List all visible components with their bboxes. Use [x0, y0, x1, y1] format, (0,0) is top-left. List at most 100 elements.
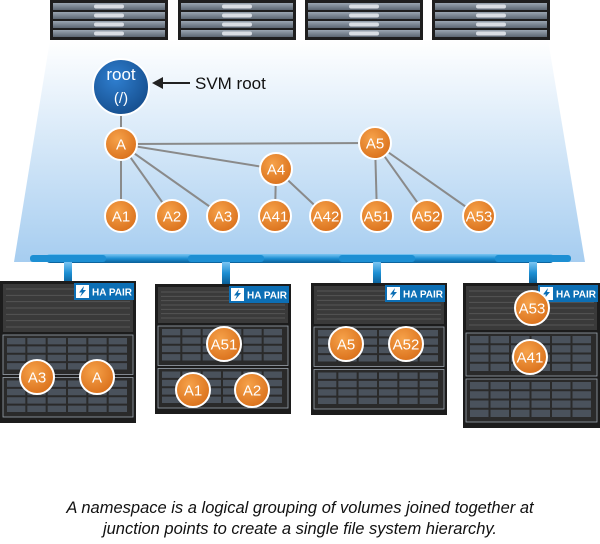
volume-label: A: [92, 370, 102, 387]
drive-bay: [7, 346, 26, 353]
drive-bay: [7, 363, 26, 370]
drive-bay: [399, 372, 418, 379]
tree-node-label: A51: [364, 209, 391, 226]
volume-circle: [19, 359, 55, 395]
shelf-handle: [349, 13, 379, 18]
drive-bay: [419, 372, 438, 379]
drive-bay: [358, 389, 377, 396]
drive-bay: [552, 382, 571, 390]
interconnect-drop: [64, 262, 72, 284]
drive-bay: [572, 382, 591, 390]
caption-line-1: A namespace is a logical grouping of vol…: [66, 499, 534, 517]
drive-bay: [263, 371, 282, 378]
drive-bay: [7, 338, 26, 345]
drive-bay: [358, 397, 377, 404]
volume-circle: [514, 290, 550, 326]
drive-bay: [223, 388, 242, 395]
drive-bay: [470, 382, 489, 390]
drive-bay: [108, 354, 127, 362]
volume-circle: [512, 339, 548, 375]
volume-label: A51: [211, 337, 238, 354]
drive-bay: [7, 405, 26, 412]
drive-bay: [88, 405, 107, 412]
tree-node-label: A5: [366, 136, 384, 153]
lightning-icon: [543, 288, 550, 299]
volume-label: A2: [243, 383, 261, 400]
drive-bay: [572, 354, 591, 362]
tree-node-circle: [410, 199, 444, 233]
drive-bay: [490, 354, 509, 362]
tree-node-circle: [259, 152, 293, 186]
drive-bay: [27, 397, 46, 404]
top-shelf-unit: [305, 0, 423, 40]
drive-bay: [531, 336, 550, 344]
drive-bay: [7, 388, 26, 396]
ha-pair-badge-label: HA PAIR: [403, 290, 444, 301]
drive-bay: [399, 380, 418, 388]
interconnect-joint: [30, 255, 106, 262]
volume-label: A5: [337, 337, 355, 354]
volume-circle: [234, 372, 270, 408]
tree-node-circle: [462, 199, 496, 233]
volume-label: A52: [393, 337, 420, 354]
tree-node-label: A42: [313, 209, 340, 226]
drive-bay: [88, 397, 107, 404]
interconnect-joint: [339, 255, 415, 262]
drive-bay: [490, 336, 509, 344]
drive-bay: [47, 363, 66, 370]
drive-bay: [490, 382, 509, 390]
lightning-icon: [79, 286, 86, 297]
drive-bay: [511, 391, 530, 399]
volume-node: A5: [328, 326, 364, 362]
tree-node: A51: [360, 199, 394, 233]
drive-bay: [552, 409, 571, 417]
namespace-panel: [14, 40, 585, 262]
drive-bay: [511, 409, 530, 417]
drive-bay: [470, 391, 489, 399]
drive-bay: [379, 355, 398, 362]
drive-bay: [108, 380, 127, 387]
tree-node: A52: [410, 199, 444, 233]
caption: A namespace is a logical grouping of vol…: [0, 498, 600, 540]
drive-bay: [572, 400, 591, 408]
volume-node: A1: [175, 372, 211, 408]
svm-root-label: SVM root: [195, 74, 266, 93]
drive-bay: [470, 400, 489, 408]
tree-node-label: A3: [214, 209, 232, 226]
drive-bay: [552, 400, 571, 408]
volume-circle: [328, 326, 364, 362]
drive-bay: [470, 363, 489, 371]
volume-circle: [388, 326, 424, 362]
volume-node: A: [79, 359, 115, 395]
tree-node-label: A41: [262, 209, 289, 226]
root-label-bottom: (/): [114, 90, 128, 107]
drive-bay: [572, 336, 591, 344]
drive-bay: [358, 372, 377, 379]
drive-bay: [68, 397, 87, 404]
tree-edge: [120, 143, 224, 217]
volume-label: A41: [517, 350, 544, 367]
drive-bay: [490, 391, 509, 399]
top-storage-shelves: [50, 0, 550, 40]
drive-bay: [223, 371, 242, 378]
drive-bay: [419, 389, 438, 396]
volume-label: A1: [184, 383, 202, 400]
drive-bay: [243, 329, 262, 336]
volume-node: A2: [234, 372, 270, 408]
drive-bay: [318, 397, 337, 404]
shelf-handle: [94, 13, 124, 18]
tree-node-label: A52: [414, 209, 441, 226]
drive-bay: [47, 354, 66, 362]
drive-bay: [162, 371, 181, 378]
drive-bay: [162, 388, 181, 395]
drive-bay: [379, 372, 398, 379]
volume-circle: [206, 326, 242, 362]
drive-bay: [108, 346, 127, 353]
ha-pair-badge-label: HA PAIR: [556, 290, 597, 301]
volume-node: A41: [512, 339, 548, 375]
tree-node-circle: [206, 199, 240, 233]
drive-bay: [68, 380, 87, 387]
drive-bay: [88, 354, 107, 362]
shelf-handle: [476, 31, 506, 36]
